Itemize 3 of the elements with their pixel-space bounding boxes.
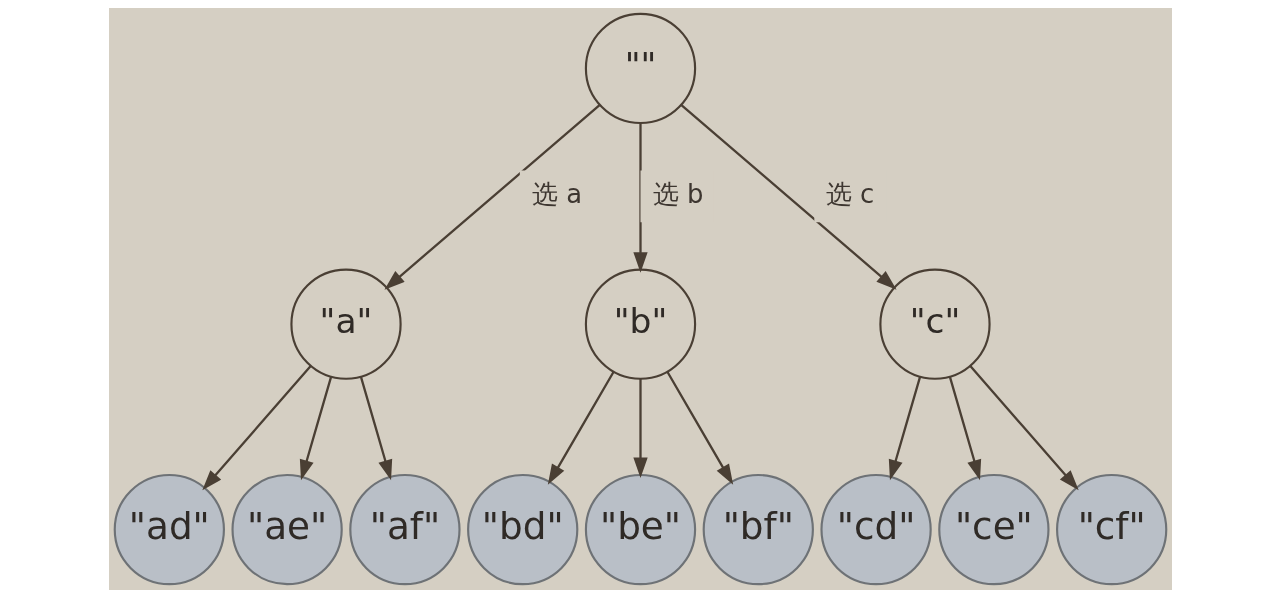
edge-label: 选 a bbox=[531, 178, 582, 209]
edge-label: 选 c bbox=[825, 178, 874, 209]
edge-label: 选 b bbox=[652, 178, 703, 209]
